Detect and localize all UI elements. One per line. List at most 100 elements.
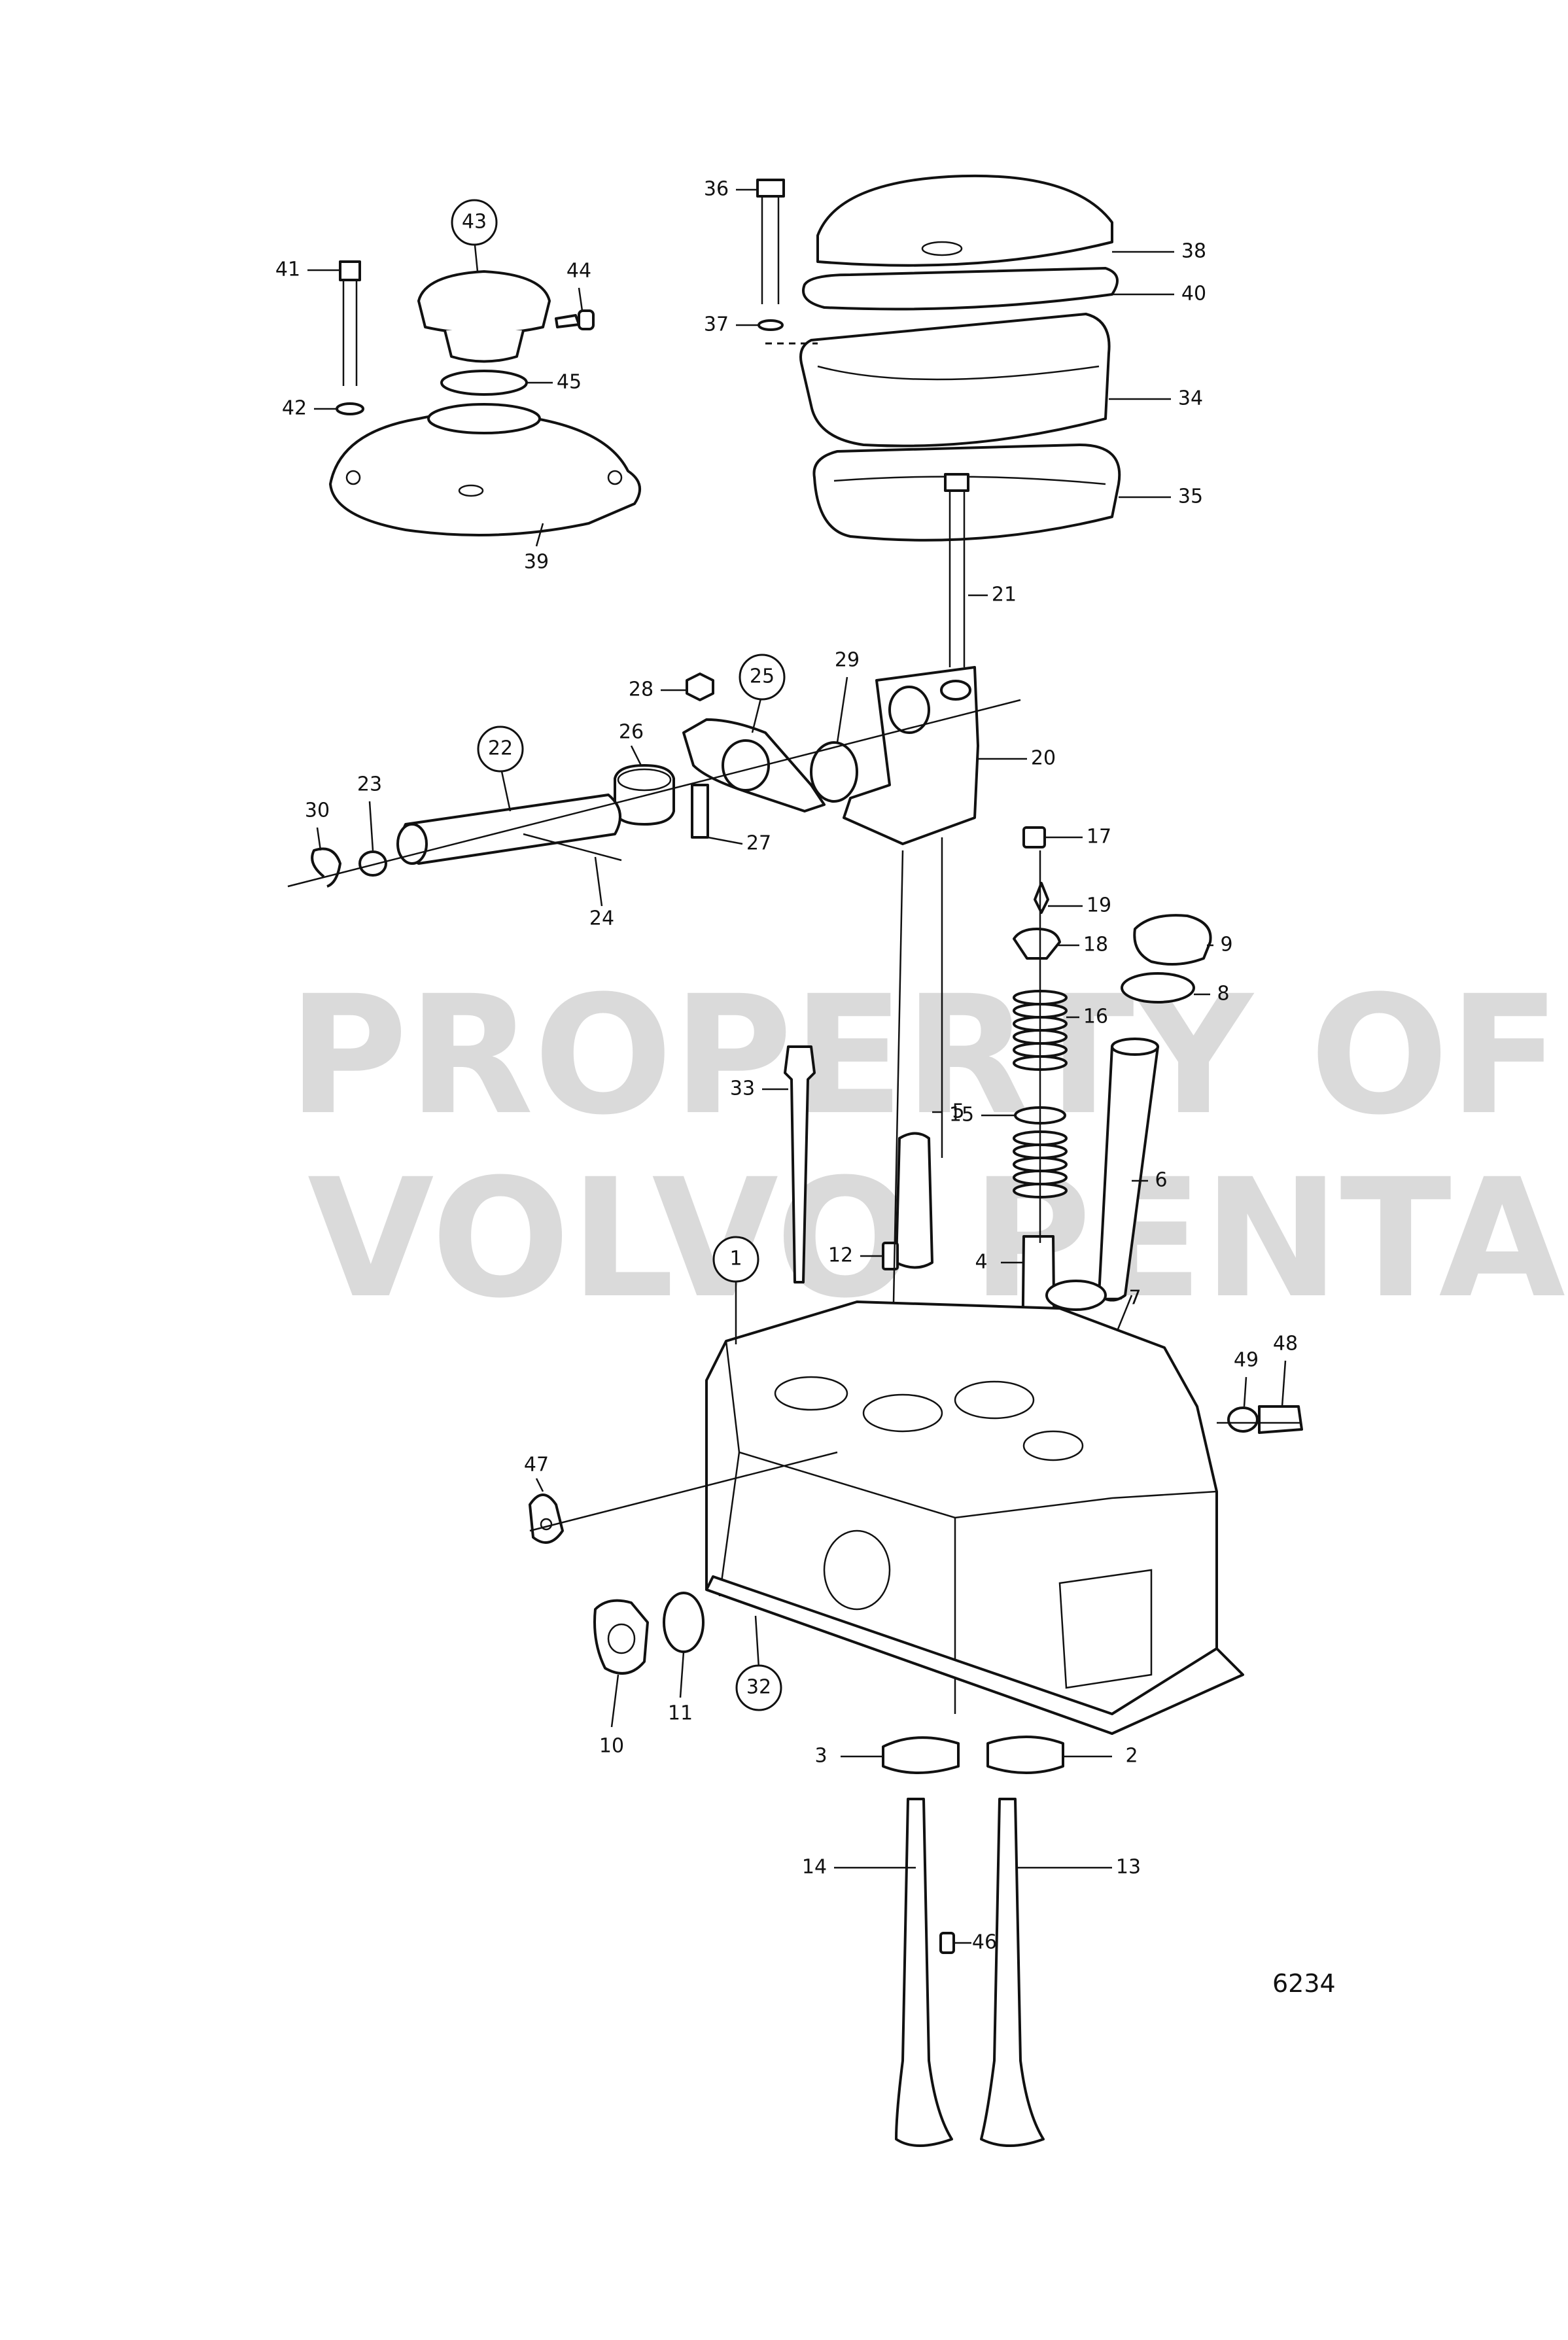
callout-41: 41 xyxy=(275,258,340,281)
callout-43: 43 xyxy=(451,199,498,272)
callout-26: 26 xyxy=(619,721,644,766)
callout-label-33: 33 xyxy=(730,1077,755,1100)
callout-label-46: 46 xyxy=(972,1931,997,1954)
callout-4: 4 xyxy=(975,1251,1024,1274)
leader-line-26 xyxy=(630,745,642,766)
callout-circle-1 xyxy=(712,1236,759,1283)
callout-label-13: 13 xyxy=(1116,1856,1141,1879)
callout-30: 30 xyxy=(305,799,330,851)
callout-label-11: 11 xyxy=(668,1702,693,1725)
seal-ring-45 xyxy=(440,370,528,396)
stud-21 xyxy=(944,473,969,492)
callout-label-34: 34 xyxy=(1178,387,1203,410)
leader-line-44 xyxy=(578,287,584,311)
bolt-41 xyxy=(339,260,361,281)
callout-label-45: 45 xyxy=(557,371,582,394)
valve-14 xyxy=(895,1798,953,2147)
callout-34: 34 xyxy=(1109,387,1203,410)
rocker-arm-assembly xyxy=(287,666,1021,888)
leader-line-23 xyxy=(368,801,374,851)
callout-40: 40 xyxy=(1112,283,1206,306)
callout-32: 32 xyxy=(735,1615,782,1711)
callout-label-24: 24 xyxy=(589,907,614,930)
callout-circle-22 xyxy=(477,725,524,773)
callout-12: 12 xyxy=(828,1244,883,1267)
bushing-26 xyxy=(614,764,675,826)
callout-label-17: 17 xyxy=(1087,826,1111,848)
callout-3: 3 xyxy=(814,1745,883,1768)
callout-16: 16 xyxy=(1066,1005,1108,1028)
callout-label-1: 1 xyxy=(729,1248,742,1270)
valve-seat-3 xyxy=(882,1736,960,1774)
callout-label-43: 43 xyxy=(462,211,487,234)
adjusting-screw-27 xyxy=(691,784,709,839)
leader-line-30 xyxy=(316,827,322,851)
seal-7 xyxy=(1045,1280,1107,1311)
filler-cap-43 xyxy=(417,270,551,335)
callout-47: 47 xyxy=(524,1454,549,1492)
callout-label-8: 8 xyxy=(1217,983,1229,1005)
callout-label-26: 26 xyxy=(619,721,644,744)
injector-sleeve-33 xyxy=(784,1045,816,1284)
pin-24 xyxy=(523,833,622,862)
washer-42 xyxy=(336,402,364,415)
valve-cover-assembly-left xyxy=(329,260,641,536)
circlip-30 xyxy=(311,847,341,888)
figure-number: 6234 xyxy=(1272,1969,1336,1998)
callout-28: 28 xyxy=(629,678,687,701)
watermark-line-2: VOLVO PENTA xyxy=(307,1144,1565,1334)
leader-line-10 xyxy=(610,1674,619,1728)
rocker-bracket-20 xyxy=(843,666,979,845)
callout-19: 19 xyxy=(1048,894,1111,917)
valve-13 xyxy=(980,1798,1045,2147)
cap-17 xyxy=(1022,826,1046,848)
callout-22: 22 xyxy=(477,725,524,812)
callout-7: 7 xyxy=(1106,1287,1141,1310)
callout-label-48: 48 xyxy=(1273,1333,1298,1355)
cap-screw-44 xyxy=(555,314,580,328)
callout-label-27: 27 xyxy=(746,832,771,855)
watermark-line-1: PROPERTY OF xyxy=(288,960,1560,1151)
callout-1: 1 xyxy=(712,1236,759,1344)
callout-circle-43 xyxy=(451,199,498,246)
valve-cover-assembly-right xyxy=(756,174,1121,667)
plug-10 xyxy=(593,1599,649,1675)
leader-line-29 xyxy=(836,676,848,743)
callout-8: 8 xyxy=(1194,983,1230,1005)
callout-24: 24 xyxy=(589,856,614,930)
callout-label-6: 6 xyxy=(1155,1169,1167,1192)
callout-label-40: 40 xyxy=(1181,283,1206,306)
callout-label-36: 36 xyxy=(704,178,729,201)
callout-label-19: 19 xyxy=(1087,894,1111,917)
callout-37: 37 xyxy=(704,313,759,336)
side-parts xyxy=(529,1405,1303,1675)
callout-20: 20 xyxy=(978,747,1056,770)
spring-23 xyxy=(358,850,387,877)
callout-label-41: 41 xyxy=(275,258,300,281)
callout-label-3: 3 xyxy=(814,1745,827,1768)
callout-label-37: 37 xyxy=(704,313,729,336)
callout-46: 46 xyxy=(954,1931,997,1954)
callout-11: 11 xyxy=(668,1651,693,1725)
callout-18: 18 xyxy=(1058,934,1108,956)
callout-48: 48 xyxy=(1273,1333,1298,1407)
gasket-35 xyxy=(812,444,1121,542)
callout-label-2: 2 xyxy=(1125,1745,1138,1768)
bolt-48 xyxy=(1258,1405,1303,1434)
gasket-32 xyxy=(705,1575,1244,1735)
callout-29: 29 xyxy=(835,649,860,743)
filler-neck xyxy=(427,403,541,434)
watermark: PROPERTY OF VOLVO PENTA xyxy=(288,960,1565,1334)
pin-46 xyxy=(939,1932,955,1954)
callout-13: 13 xyxy=(1017,1856,1141,1879)
leader-line-27 xyxy=(707,836,743,845)
leader-line-24 xyxy=(594,856,603,907)
callout-label-12: 12 xyxy=(828,1244,853,1267)
callout-label-44: 44 xyxy=(566,260,591,283)
washer-37 xyxy=(758,319,784,331)
callout-35: 35 xyxy=(1119,485,1203,508)
leader-line-32 xyxy=(754,1615,760,1669)
callout-6: 6 xyxy=(1132,1169,1168,1192)
callout-14: 14 xyxy=(802,1856,916,1879)
leader-line-39 xyxy=(535,523,544,547)
